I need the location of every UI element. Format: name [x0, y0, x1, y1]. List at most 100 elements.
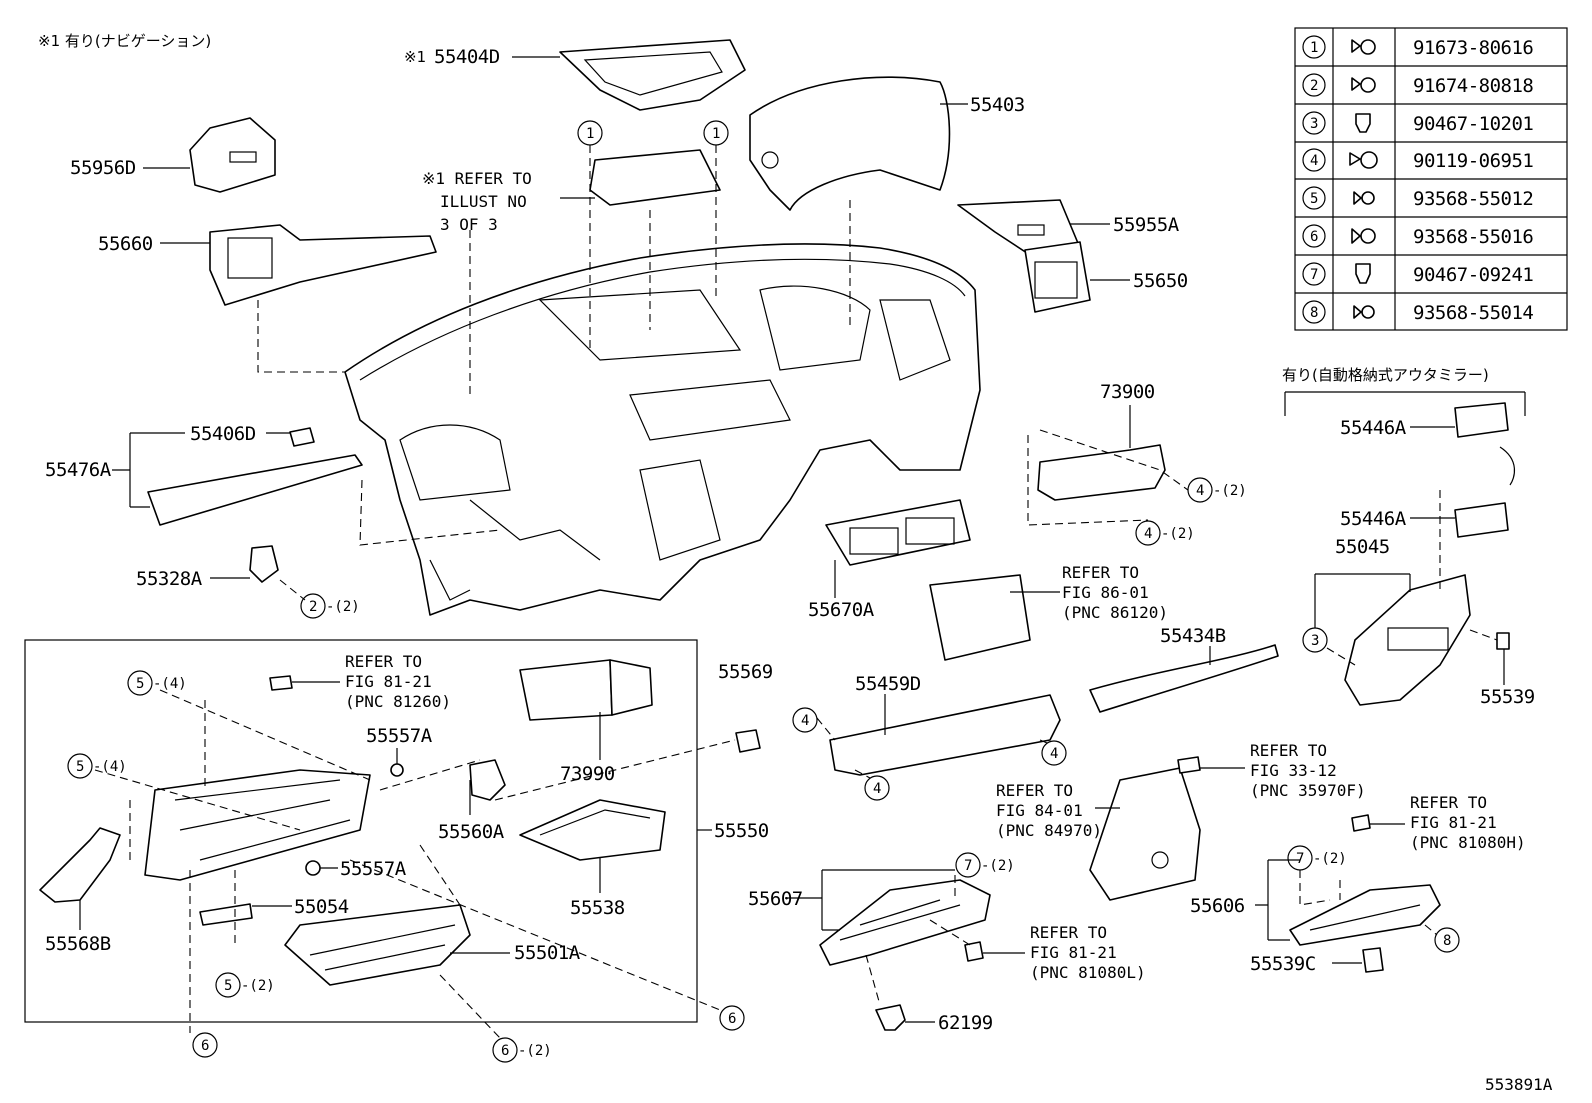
fastener-part-no: 90467-09241	[1413, 264, 1533, 286]
callout: 5-(4)	[67, 753, 127, 779]
instrument-panel-illustration	[344, 243, 981, 616]
part-55650-register	[1024, 241, 1091, 313]
audio-control-unit	[929, 574, 1031, 661]
refer-81080l-line-3: (PNC 81080L)	[1030, 963, 1146, 982]
callout: 4	[792, 707, 818, 733]
part-55606-reinforcement	[1289, 884, 1441, 946]
label-55660: 55660	[98, 233, 153, 255]
callout-num: 1	[712, 126, 720, 142]
label-55404d: 55404D	[434, 46, 500, 68]
part-55054-latch	[199, 903, 253, 926]
fastener-row: 7 90467-09241	[1302, 262, 1534, 286]
fastener-row: 2 91674-80818	[1302, 73, 1534, 97]
part-55446a-switch-upper	[1454, 402, 1509, 438]
note-auto-mirror: 有り(自動格納式アウタミラー)	[1282, 366, 1489, 384]
fastener-row: 6 93568-55016	[1302, 224, 1534, 248]
callout-num: 5	[136, 676, 144, 692]
part-55660-register-panel	[209, 224, 437, 306]
label-55476a: 55476A	[45, 459, 112, 481]
callout-num: 6	[501, 1043, 509, 1059]
refer-81080l-line-2: FIG 81-21	[1030, 943, 1117, 962]
callout: 4	[864, 775, 890, 801]
callout-num: 3	[1311, 633, 1319, 649]
part-55446a-switch-lower	[1454, 502, 1509, 538]
callout-num: 4	[801, 713, 809, 729]
callout-num: 7	[964, 858, 972, 874]
callout: 1	[703, 120, 729, 146]
callout: 3	[1302, 627, 1328, 653]
callout-num: 5	[76, 759, 84, 775]
callout-num: 1	[586, 126, 594, 142]
switch-connector	[1177, 756, 1201, 774]
note-refer-line-3: 3 OF 3	[440, 215, 498, 234]
screw-icon	[1353, 305, 1375, 319]
fastener-part-no: 93568-55016	[1413, 226, 1533, 248]
glove-box-group-frame	[24, 639, 698, 1023]
callout-num: 2	[309, 599, 317, 615]
callout-num: 8	[1443, 933, 1451, 949]
part-55403-cluster-hood	[749, 76, 951, 211]
fastener-num: 4	[1310, 153, 1318, 169]
refer-81080h-line-1: REFER TO	[1410, 793, 1487, 812]
label-55955a: 55955A	[1113, 214, 1180, 236]
label-55539c: 55539C	[1250, 953, 1316, 975]
callout-qty: -(2)	[1161, 526, 1195, 542]
part-55569-clip	[735, 729, 761, 753]
lamp-bulb-icon-lower	[964, 941, 984, 962]
part-55538-tray	[519, 799, 666, 861]
fastener-num: 6	[1310, 229, 1318, 245]
refer-81260-line-1: REFER TO	[345, 652, 422, 671]
part-55406d-clip	[289, 427, 315, 447]
callout-qty: -(2)	[1313, 851, 1347, 867]
fastener-part-no: 91674-80818	[1413, 75, 1533, 97]
fastener-row: 3 90467-10201	[1302, 111, 1534, 135]
refer-81260-line-2: FIG 81-21	[345, 672, 432, 691]
label-55650: 55650	[1133, 270, 1188, 292]
refer-86120-line-2: FIG 86-01	[1062, 583, 1149, 602]
callout: 2-(2)	[300, 593, 360, 619]
fastener-row: 8 93568-55014	[1302, 300, 1534, 324]
part-55404d-bezel	[559, 39, 746, 111]
callout-num: 6	[201, 1038, 209, 1054]
fastener-row: 5 93568-55012	[1302, 186, 1534, 210]
fastener-part-no: 90119-06951	[1413, 150, 1533, 172]
note-refer-line-2: ILLUST NO	[440, 192, 527, 211]
callout: 5-(2)	[215, 972, 275, 998]
callout-qty: -(2)	[518, 1043, 552, 1059]
label-73990: 55459D	[855, 673, 921, 695]
fastener-part-no: 93568-55014	[1413, 302, 1533, 324]
refer-35970f-line-3: (PNC 35970F)	[1250, 781, 1366, 800]
callout: 6 -(2)	[492, 1037, 552, 1063]
fastener-row: 1 91673-80616	[1302, 35, 1534, 59]
label-55550: 55550	[714, 820, 769, 842]
note-refer-line-1: ※1 REFER TO	[422, 169, 532, 188]
bolt-icon	[1349, 151, 1378, 169]
part-55539c-clip	[1362, 947, 1384, 973]
part-55539-cap	[1496, 632, 1510, 650]
lamp-bulb-icon-right	[1351, 814, 1371, 832]
part-55459d-cover	[519, 659, 613, 721]
callout: 4-(2)	[1187, 477, 1247, 503]
fastener-num: 3	[1310, 116, 1318, 132]
label-73900: 73900	[1100, 381, 1155, 403]
refer-35970f-line-2: FIG 33-12	[1250, 761, 1337, 780]
callout: 6	[719, 1005, 745, 1031]
label-55538: 55538	[570, 897, 625, 919]
switch-bracket	[1089, 767, 1201, 901]
callout-qty: -(2)	[981, 858, 1015, 874]
label-62199: 62199	[938, 1012, 993, 1034]
part-55045-lower-panel	[1344, 574, 1471, 706]
part-73990-lower-cover	[829, 694, 1061, 776]
callout-num: 4	[1144, 526, 1152, 542]
fastener-part-no: 90467-10201	[1413, 113, 1533, 135]
glove-box-housing	[144, 769, 371, 881]
callout: 4 -(2)	[1135, 520, 1195, 546]
callout-qty: -(2)	[241, 978, 275, 994]
callout-num: 6	[728, 1011, 736, 1027]
label-55557a-2: 55557A	[340, 858, 407, 880]
note-55404d-prefix: ※1	[404, 48, 426, 66]
part-55956d-side-cover	[189, 117, 276, 193]
refer-86120-line-3: (PNC 86120)	[1062, 603, 1168, 622]
label-55459d: 73990	[560, 763, 615, 785]
